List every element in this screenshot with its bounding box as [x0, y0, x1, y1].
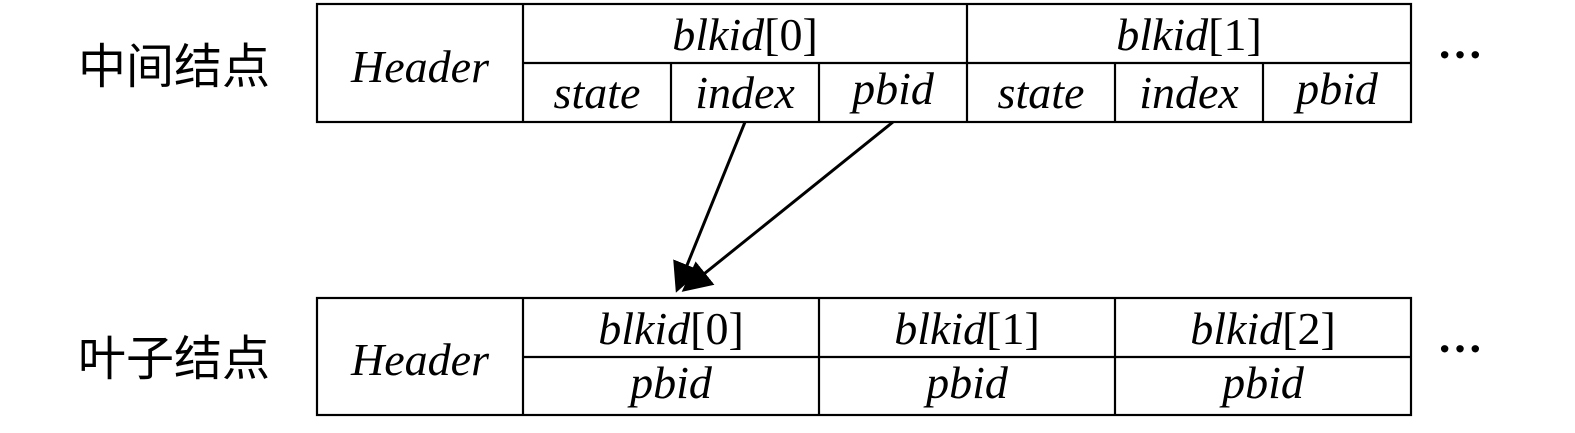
internal-field-pbid-1: pbid: [1293, 63, 1379, 114]
leaf-ellipsis: ···: [1437, 323, 1483, 374]
internal-field-index-1: index: [1139, 67, 1239, 118]
internal-header-cell: Header: [350, 41, 490, 92]
internal-node: 中间结点 Header blkid[0] blkid[1] state inde…: [78, 2, 1483, 124]
internal-blkid-0: blkid[0]: [672, 9, 818, 60]
internal-field-index-0: index: [695, 67, 795, 118]
arrow-index-to-leaf: [673, 121, 747, 293]
pointer-arrows: [673, 120, 894, 293]
leaf-field-pbid-0: pbid: [627, 357, 713, 408]
internal-field-pbid-0: pbid: [849, 63, 935, 114]
leaf-node: 叶子结点 Header blkid[0] blkid[1] blkid[2] p…: [78, 296, 1483, 417]
arrow-pbid-to-leaf: [681, 120, 894, 292]
internal-ellipsis: ···: [1437, 29, 1483, 80]
internal-field-state-1: state: [998, 67, 1085, 118]
leaf-field-pbid-1: pbid: [923, 357, 1009, 408]
leaf-blkid-2: blkid[2]: [1190, 303, 1336, 354]
leaf-field-pbid-2: pbid: [1219, 357, 1305, 408]
leaf-blkid-1: blkid[1]: [894, 303, 1040, 354]
internal-blkid-1: blkid[1]: [1116, 9, 1262, 60]
internal-node-label: 中间结点: [78, 39, 270, 95]
leaf-node-label: 叶子结点: [78, 331, 270, 387]
internal-field-state-0: state: [554, 67, 641, 118]
leaf-blkid-0: blkid[0]: [598, 303, 744, 354]
leaf-header-cell: Header: [350, 334, 490, 385]
